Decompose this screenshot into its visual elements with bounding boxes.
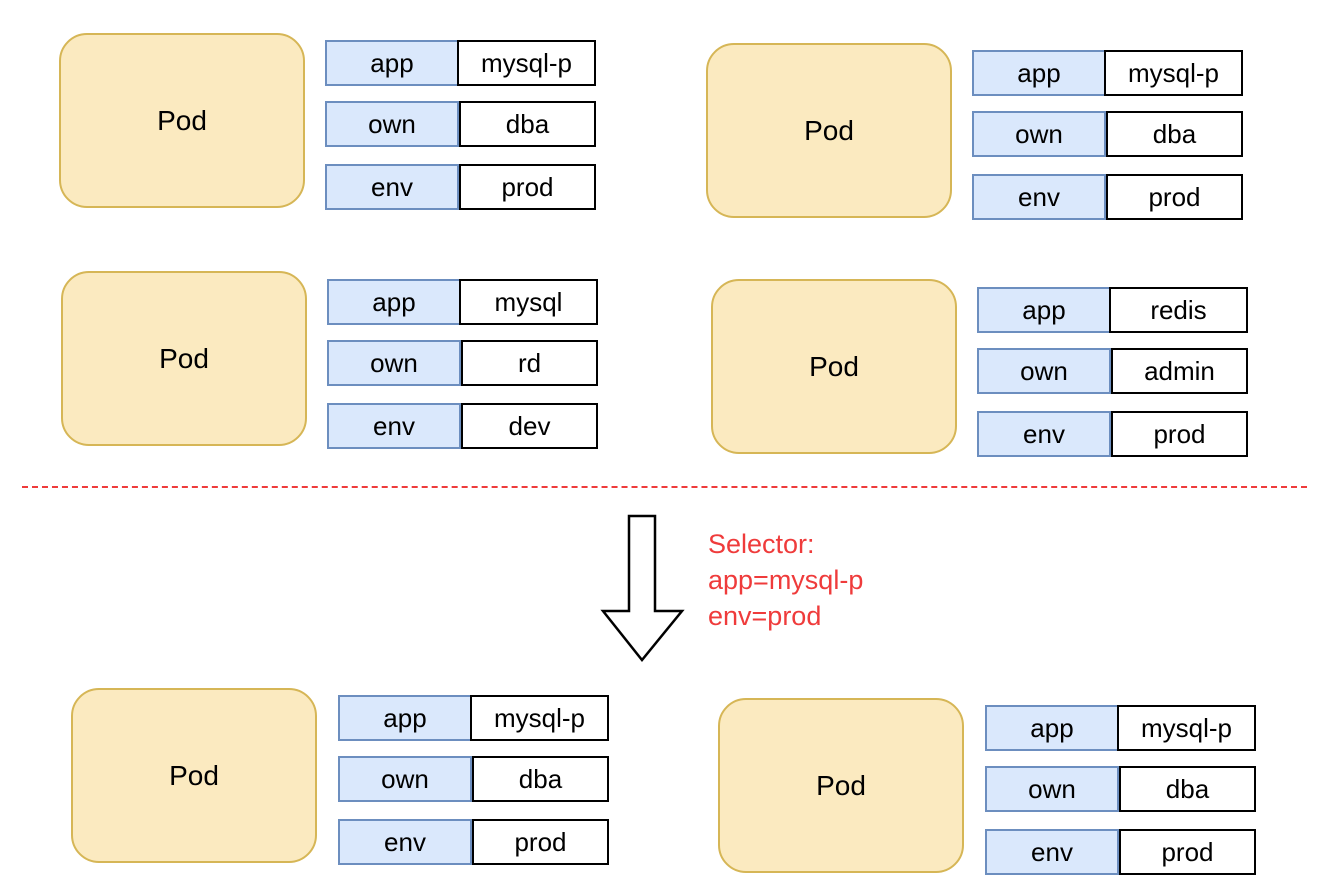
label-value: mysql xyxy=(459,279,598,325)
selector-text: Selector: app=mysql-p env=prod xyxy=(708,526,863,634)
label-value: dba xyxy=(472,756,609,802)
label-value: mysql-p xyxy=(457,40,596,86)
label-value: mysql-p xyxy=(1104,50,1243,96)
label-key: app xyxy=(325,40,459,86)
label-value: prod xyxy=(1111,411,1248,457)
down-arrow-icon xyxy=(600,514,685,662)
label-key: app xyxy=(985,705,1119,751)
label-value: dba xyxy=(1119,766,1256,812)
label-value: dba xyxy=(1106,111,1243,157)
label-key: env xyxy=(338,819,472,865)
pod-box: Pod xyxy=(711,279,957,454)
label-value: dev xyxy=(461,403,598,449)
label-key: own xyxy=(985,766,1119,812)
label-key: env xyxy=(977,411,1111,457)
label-key: own xyxy=(325,101,459,147)
label-value: mysql-p xyxy=(1117,705,1256,751)
pod-box: Pod xyxy=(706,43,952,218)
label-value: rd xyxy=(461,340,598,386)
label-value: mysql-p xyxy=(470,695,609,741)
label-value: dba xyxy=(459,101,596,147)
label-key: env xyxy=(985,829,1119,875)
label-key: own xyxy=(977,348,1111,394)
selector-rule: app=mysql-p xyxy=(708,565,864,595)
selector-title: Selector: xyxy=(708,529,815,559)
label-value: prod xyxy=(459,164,596,210)
label-value: prod xyxy=(472,819,609,865)
label-key: app xyxy=(977,287,1111,333)
label-value: redis xyxy=(1109,287,1248,333)
section-divider xyxy=(22,486,1307,488)
label-key: app xyxy=(327,279,461,325)
label-key: own xyxy=(972,111,1106,157)
pod-box: Pod xyxy=(718,698,964,873)
label-key: env xyxy=(325,164,459,210)
label-key: app xyxy=(338,695,472,741)
label-value: admin xyxy=(1111,348,1248,394)
label-value: prod xyxy=(1106,174,1243,220)
label-key: env xyxy=(972,174,1106,220)
label-value: prod xyxy=(1119,829,1256,875)
label-key: env xyxy=(327,403,461,449)
label-key: app xyxy=(972,50,1106,96)
pod-box: Pod xyxy=(71,688,317,863)
label-key: own xyxy=(338,756,472,802)
selector-rule: env=prod xyxy=(708,601,822,631)
pod-box: Pod xyxy=(61,271,307,446)
pod-box: Pod xyxy=(59,33,305,208)
label-key: own xyxy=(327,340,461,386)
